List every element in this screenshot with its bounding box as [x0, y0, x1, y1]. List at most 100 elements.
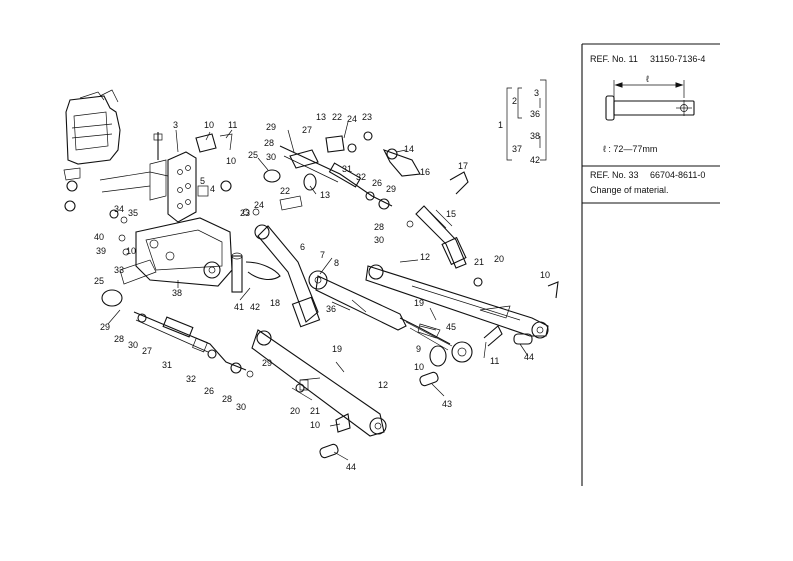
- bracket-label-outer: 1: [498, 120, 503, 130]
- callout: 5: [200, 176, 205, 186]
- callout: 28: [222, 394, 232, 404]
- small-hardware-bottom: [101, 180, 559, 459]
- callout: 29: [100, 322, 110, 332]
- callout: 28: [264, 138, 274, 148]
- callout: 20: [290, 406, 300, 416]
- callout: 44: [524, 352, 534, 362]
- pin-dimension-letter: ℓ: [646, 74, 650, 84]
- callout: 6: [300, 242, 305, 252]
- callout: 30: [266, 152, 276, 162]
- callout: 32: [356, 172, 366, 182]
- leader-lines: [107, 121, 529, 461]
- callout: 35: [128, 208, 138, 218]
- part-illustrations: [63, 89, 559, 461]
- callout: 42: [250, 302, 260, 312]
- callout: 45: [446, 322, 456, 332]
- callout: 4: [210, 184, 215, 194]
- callout: 11: [490, 356, 499, 366]
- callout: 12: [378, 380, 388, 390]
- callout: 10: [126, 246, 136, 256]
- pin-drawing: ℓ: [605, 74, 695, 121]
- bracket-label-c: 36: [530, 109, 540, 119]
- callout: 31: [162, 360, 172, 370]
- callout: 14: [404, 144, 414, 154]
- lift-bracket: [149, 132, 197, 223]
- callout: 32: [186, 374, 196, 384]
- callout: 19: [414, 298, 424, 308]
- callout: 33: [114, 265, 124, 275]
- callout: 21: [310, 406, 320, 416]
- callout: 13: [316, 112, 326, 122]
- callout: 28: [374, 222, 384, 232]
- ref33-label: REF. No. 33: [590, 170, 639, 180]
- lower-link-right: [365, 264, 549, 339]
- callout: 25: [94, 276, 104, 286]
- callout: 8: [334, 258, 339, 268]
- top-link-assembly: [308, 270, 473, 363]
- callout: 22: [280, 186, 290, 196]
- callout: 30: [128, 340, 138, 350]
- pin-length: ℓ : 72—77mm: [603, 144, 657, 154]
- callout: 10: [226, 156, 236, 166]
- callout: 28: [114, 334, 124, 344]
- callout: 22: [332, 112, 342, 122]
- callout: 40: [94, 232, 104, 242]
- callout: 27: [302, 125, 312, 135]
- callout: 16: [420, 167, 430, 177]
- callout: 7: [320, 250, 325, 260]
- callout: 20: [494, 254, 504, 264]
- rear-housing: [63, 89, 169, 212]
- reference-panel: REF. No. 11 31150-7136-4 ℓ ℓ : 72—77mm R…: [581, 43, 720, 486]
- callout: 9: [416, 344, 421, 354]
- lift-rod-left: [254, 224, 321, 328]
- assembly-bracket-group: 1 2 3 36 38 37 42: [498, 79, 547, 165]
- ref11-code: 31150-7136-4: [650, 54, 705, 64]
- callout: 13: [320, 190, 330, 200]
- callout: 31: [342, 164, 352, 174]
- callout: 24: [347, 114, 357, 124]
- callout: 26: [372, 178, 382, 188]
- callout: 19: [332, 344, 342, 354]
- callout: 25: [248, 150, 258, 160]
- lift-rod-right: [415, 205, 467, 269]
- bracket-label-d: 38: [530, 131, 540, 141]
- upper-check-chain: [279, 145, 421, 210]
- callout: 10: [540, 270, 550, 280]
- callout: 11: [228, 120, 237, 130]
- callout: 10: [310, 420, 320, 430]
- callout: 12: [420, 252, 430, 262]
- callout: 18: [270, 298, 280, 308]
- drawbar-bracket: [119, 217, 233, 287]
- ref11-label: REF. No. 11: [590, 54, 638, 64]
- callout: 29: [266, 122, 276, 132]
- callout: 38: [172, 288, 182, 298]
- callout: 24: [254, 200, 264, 210]
- bracket-label-f: 42: [530, 155, 540, 165]
- small-hardware-top: [195, 131, 469, 211]
- callout: 30: [374, 235, 384, 245]
- callout: 39: [96, 246, 106, 256]
- bracket-label-a: 2: [512, 96, 517, 106]
- callout: 10: [204, 120, 214, 130]
- callout: 21: [474, 257, 484, 267]
- callout: 10: [414, 362, 424, 372]
- callout: 23: [240, 208, 250, 218]
- pins-41-42: [231, 252, 281, 293]
- ref33-note: Change of material.: [590, 185, 669, 195]
- callout: 26: [204, 386, 214, 396]
- ref33-code: 66704-8611-0: [650, 170, 705, 180]
- callout: 43: [442, 399, 452, 409]
- callout: 34: [114, 204, 124, 214]
- bracket-label-b: 3: [534, 88, 539, 98]
- callout: 15: [446, 209, 456, 219]
- callout: 29: [386, 184, 396, 194]
- callout: 27: [142, 346, 152, 356]
- callout: 23: [362, 112, 372, 122]
- callout: 44: [346, 462, 356, 472]
- lower-link-left: [251, 329, 387, 437]
- callout: 36: [326, 304, 336, 314]
- callout: 30: [236, 402, 246, 412]
- callout: 3: [173, 120, 178, 130]
- callout: 29: [262, 358, 272, 368]
- callout-numbers: 3 10 11 29 27 13 22 24 23 14 28 30 25 10…: [94, 112, 550, 472]
